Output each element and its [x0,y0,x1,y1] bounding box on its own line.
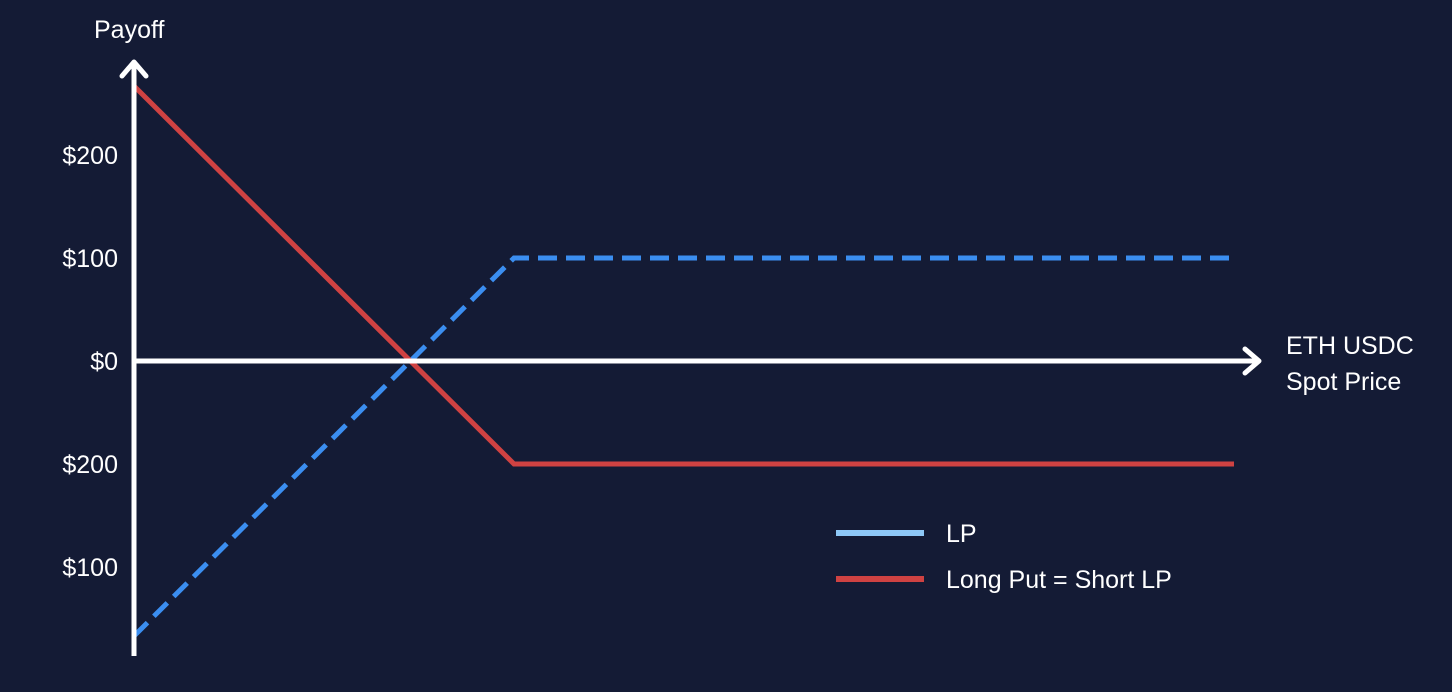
legend-label: Long Put = Short LP [946,566,1172,594]
legend-label: LP [946,520,977,548]
y-tick-label: $200 [62,142,118,170]
x-axis-title-line-1: ETH USDC [1286,332,1414,360]
legend: LP Long Put = Short LP [836,520,1172,594]
y-tick-label: $0 [90,348,118,376]
series-line-lp [132,255,1234,638]
series-line-long-put [132,84,1234,467]
y-tick-label: $100 [62,245,118,273]
y-tick-label: $200 [62,451,118,479]
x-axis-arrow [1242,346,1262,376]
y-axis-title: Payoff [94,16,164,44]
y-tick-label: $100 [62,554,118,582]
x-axis-title-line-2: Spot Price [1286,368,1401,396]
y-axis-arrow [119,59,149,79]
